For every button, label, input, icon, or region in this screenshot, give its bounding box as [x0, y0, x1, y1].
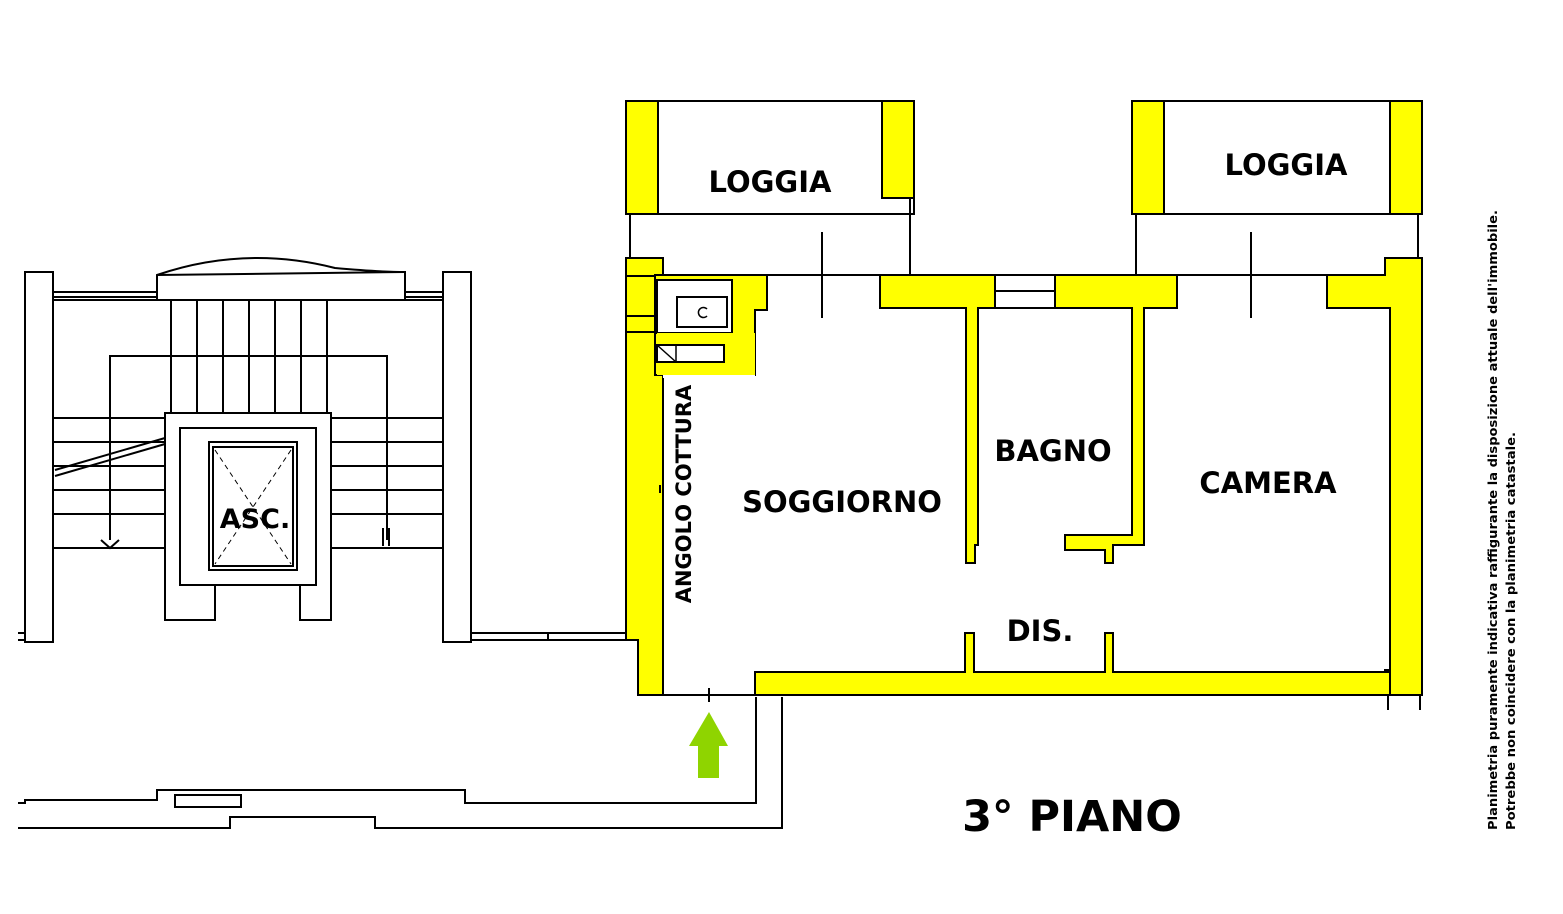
loggia-left: [625, 100, 915, 318]
stairwell: [24, 257, 472, 643]
room-label-soggiorno: SOGGIORNO: [742, 485, 942, 519]
room-label-angolo-cottura: ANGOLO COTTURA: [672, 384, 696, 603]
room-label-disimpegno: DIS.: [1007, 614, 1074, 648]
bathroom-window: [994, 274, 1056, 309]
kitchen-fixtures: [625, 275, 755, 378]
disclaimer-line-1: Planimetria puramente indicativa raffigu…: [1485, 210, 1500, 830]
disclaimer: Planimetria puramente indicativa raffigu…: [1485, 210, 1518, 830]
stairwell-left-pillar: [24, 271, 54, 643]
disclaimer-line-2: Potrebbe non coincidere con la planimetr…: [1503, 432, 1518, 830]
floor-label: 3° PIANO: [962, 792, 1182, 842]
loggia-right: [1131, 100, 1423, 318]
entrance-door: [659, 485, 1421, 710]
stair-direction-arrow-icon: [100, 528, 390, 550]
room-label-bagno: BAGNO: [994, 434, 1111, 468]
kitchen-counter-icon: [656, 344, 725, 363]
room-label-loggia-right: LOGGIA: [1225, 148, 1348, 182]
kitchen-sink-icon: [676, 296, 728, 328]
elevator-cross-icon: [214, 449, 292, 565]
room-label-ascensore: ASC.: [220, 504, 290, 535]
stairwell-right-pillar: [442, 271, 472, 643]
room-label-loggia-left: LOGGIA: [709, 165, 832, 199]
landing-outline: [18, 632, 783, 829]
room-label-camera: CAMERA: [1199, 466, 1337, 500]
entrance-arrow-icon: [689, 712, 728, 778]
